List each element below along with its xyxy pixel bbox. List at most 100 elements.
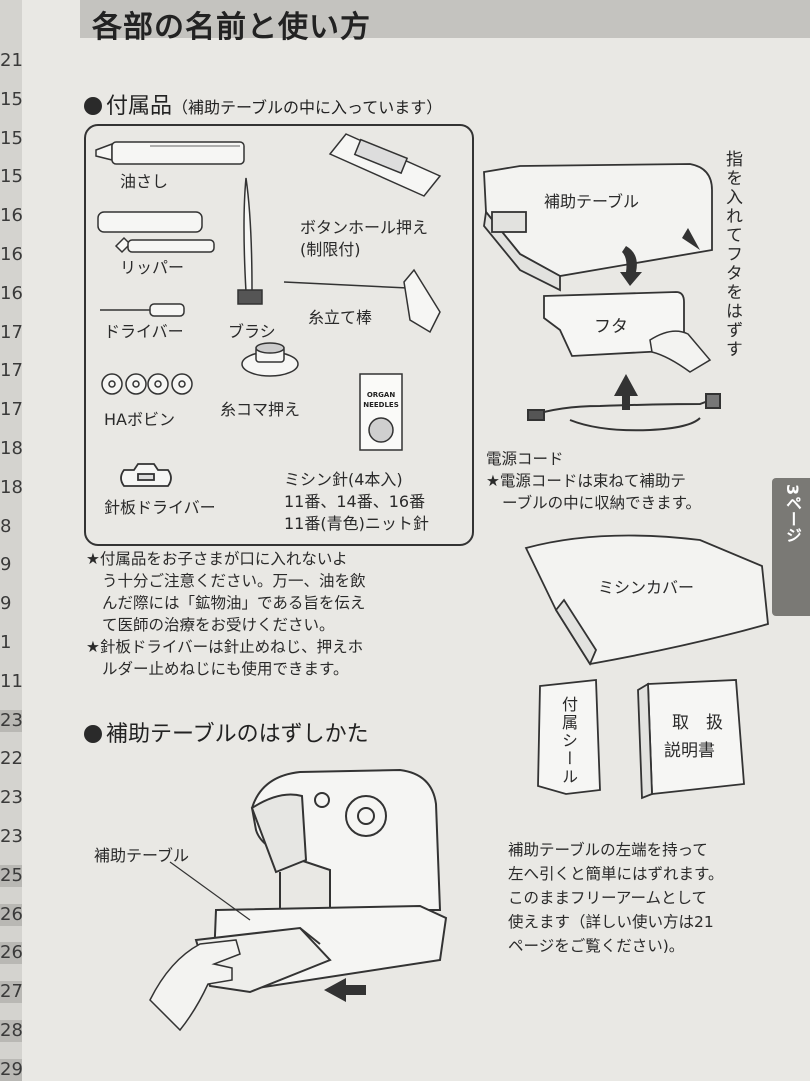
sticker-label: 付属シール <box>559 696 578 786</box>
margin-page-number: 15 <box>0 88 23 110</box>
leader-line <box>169 861 251 921</box>
margin-page-number: 8 <box>0 515 12 537</box>
margin-page-number: 9 <box>0 593 12 615</box>
description-line: ページをご覧ください)。 <box>508 937 685 955</box>
spool-cap-icon <box>241 342 299 377</box>
cord-note: 電源コード ★電源コードは束ねて補助テ ーブルの中に収納できます。 <box>486 448 776 514</box>
cord-label: 電源コード <box>486 450 564 468</box>
description-line: このままフリーアームとして <box>508 889 708 907</box>
finger-arrow-icon <box>682 228 700 250</box>
power-cord-icon <box>527 393 721 432</box>
bullet-icon <box>84 97 102 115</box>
bobbins-icon <box>101 373 193 395</box>
removal-description: 補助テーブルの左端を持って 左へ引くと簡単にはずれます。 このままフリーアームと… <box>508 838 768 958</box>
note-line: う十分ご注意ください。万一、油を飲 <box>102 572 366 590</box>
spool-pin-label: 糸立て棒 <box>308 308 373 327</box>
margin-page-number: 23 <box>0 826 23 847</box>
page-side-tab: 3ページ <box>772 478 810 616</box>
margin-page-number: 26 <box>0 942 23 965</box>
accessory-notes: ★付属品をお子さまが口に入れないよ う十分ご注意ください。万一、油を飲 んだ際に… <box>86 548 436 680</box>
cord-note-line: ★電源コードは束ねて補助テ <box>486 472 686 490</box>
brush-label: ブラシ <box>228 322 276 341</box>
needles-line1: 11番、14番、16番 <box>284 492 426 511</box>
hand-icon <box>649 330 712 373</box>
buttonhole-foot-label: ボタンホール押え <box>300 218 429 237</box>
removal-table-label: 補助テーブル <box>94 846 190 865</box>
description-line: 補助テーブルの左端を持って <box>508 841 708 859</box>
sewing-machine-icon <box>194 768 448 994</box>
removal-heading: 補助テーブルのはずしかた <box>84 716 369 748</box>
margin-page-number: 23 <box>0 787 23 809</box>
rotate-arrow-icon <box>620 246 642 286</box>
manual-line1: 取 扱 <box>672 713 723 733</box>
description-line: 使えます（詳しい使い方は21 <box>508 913 714 931</box>
up-arrow-icon <box>614 374 638 410</box>
margin-page-number: 9 <box>0 554 12 576</box>
margin-page-number: 28 <box>0 1020 23 1042</box>
needle-plate-driver-icon <box>120 463 172 487</box>
needle-pack-icon <box>359 373 403 451</box>
removal-heading-text: 補助テーブルのはずしかた <box>106 722 369 747</box>
margin-page-number: 26 <box>0 903 23 926</box>
note-line: んだ際には「鉱物油」である旨を伝え <box>102 594 366 612</box>
title-bar <box>80 0 810 38</box>
manual-icon <box>637 679 745 800</box>
margin-page-number: 15 <box>0 127 23 149</box>
buttonhole-foot-note: (制限付) <box>300 240 361 259</box>
accessories-heading-note: （補助テーブルの中に入っています） <box>172 98 443 117</box>
side-tab-text: 3ページ <box>783 484 802 544</box>
margin-page-number: 16 <box>0 205 23 227</box>
aux-table-icon <box>483 163 713 292</box>
sticker-icon <box>537 679 601 795</box>
cover-label: ミシンカバー <box>598 578 695 597</box>
margin-strip <box>0 0 22 1080</box>
accessories-heading: 付属品（補助テーブルの中に入っています） <box>84 88 442 120</box>
bullet-icon <box>84 725 102 743</box>
accessories-heading-text: 付属品 <box>106 94 173 119</box>
needle-pack-text2: NEEDLES <box>363 401 399 409</box>
oiler-label: 油さし <box>120 172 169 191</box>
spool-cap-label: 糸コマ押え <box>220 400 301 419</box>
cover-icon <box>524 534 769 666</box>
screwdriver-label: ドライバー <box>104 322 184 341</box>
margin-page-number: 17 <box>0 321 23 343</box>
needles-line2: 11番(青色)ニット針 <box>284 514 429 533</box>
margin-page-number: 23 <box>0 709 23 732</box>
manual-line2: 説明書 <box>664 741 715 761</box>
lid-icon <box>543 291 685 357</box>
brush-icon <box>237 177 263 305</box>
screwdriver-icon <box>100 303 185 317</box>
margin-page-number: 18 <box>0 438 23 459</box>
lid-label: フタ <box>594 317 628 337</box>
ripper-label: リッパー <box>120 258 185 277</box>
margin-page-number: 16 <box>0 244 23 265</box>
margin-page-number: 29 <box>0 1058 23 1081</box>
needles-title: ミシン針(4本入) <box>284 470 403 489</box>
aux-table-label: 補助テーブル <box>544 192 640 211</box>
note-line: ★付属品をお子さまが口に入れないよ <box>86 550 348 568</box>
margin-page-number: 1 <box>0 632 12 653</box>
ripper-icon <box>97 211 215 254</box>
margin-page-number: 21 <box>0 50 23 71</box>
margin-page-number: 17 <box>0 399 23 421</box>
margin-page-number: 18 <box>0 476 23 498</box>
oiler-icon <box>95 141 245 165</box>
needle-plate-driver-label: 針板ドライバー <box>104 498 216 517</box>
hand-icon <box>149 939 241 1032</box>
note-line: ルダー止めねじにも使用できます。 <box>102 660 349 678</box>
left-arrow-icon <box>324 978 366 1002</box>
margin-page-number: 15 <box>0 166 23 188</box>
description-line: 左へ引くと簡単にはずれます。 <box>508 865 724 883</box>
cord-note-line: ーブルの中に収納できます。 <box>502 494 702 512</box>
spool-pin-icon <box>283 268 441 334</box>
margin-page-number: 22 <box>0 748 23 770</box>
finger-instruction: 指を入れてフタをはずす <box>722 150 742 359</box>
accessories-box <box>84 124 474 546</box>
buttonhole-foot-icon <box>328 133 442 197</box>
margin-page-number: 17 <box>0 360 23 382</box>
note-line: て医師の治療をお受けください。 <box>102 616 335 634</box>
needle-pack-text1: ORGAN <box>367 391 396 399</box>
bobbins-label: HAボビン <box>104 410 175 429</box>
